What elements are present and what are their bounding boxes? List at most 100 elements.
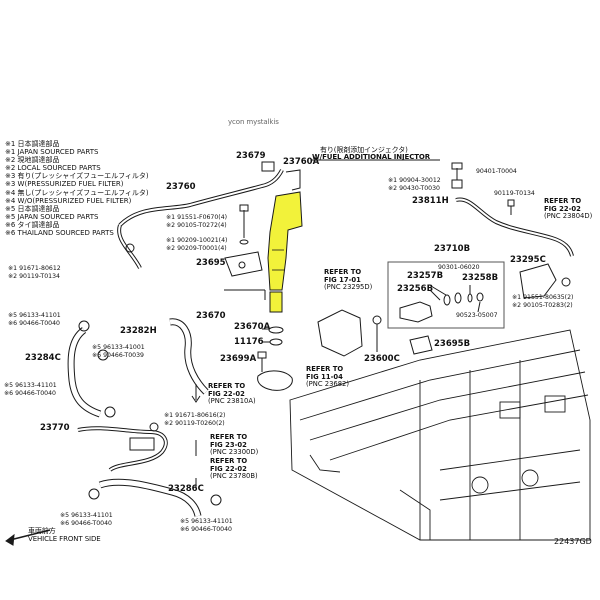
refer-fig: FIG 22-02 xyxy=(544,204,581,213)
note-90466-t0040-b: ※6 90466-T0040 xyxy=(4,390,56,397)
refer-title: REFER TO xyxy=(324,268,362,276)
engine-block xyxy=(289,329,591,541)
gasket-11176 xyxy=(269,338,283,346)
refer-fig: FIG 22-02 xyxy=(208,389,245,398)
note-96133-41101-d: ※5 96133-41101 xyxy=(180,518,233,525)
refer-fig-17-01[interactable]: REFER TO FIG 17-01 (PNC 23295D) xyxy=(324,268,372,292)
label-23257b: 23257B xyxy=(407,271,444,281)
refer-pnc: (PNC 23300D) xyxy=(210,448,259,457)
refer-pnc: (PNC 23780B) xyxy=(210,472,258,481)
legend: ※1 日本調達部品 ※1 JAPAN SOURCED PARTS ※2 現地調達… xyxy=(5,140,149,237)
clip-5 xyxy=(210,494,222,506)
top-fragment-text: ycon mystalkis xyxy=(228,118,279,126)
legend-item: ※6 THAILAND SOURCED PARTS xyxy=(5,229,114,238)
legend-item: ※3 有り(プレッシャイズフューエルフィルタ) xyxy=(5,172,149,181)
label-23699a: 23699A xyxy=(220,354,257,364)
injector-title-jp: 有り(限剤添加インジェクタ) xyxy=(320,146,408,154)
injector-clamp xyxy=(257,370,293,391)
label-11176: 11176 xyxy=(234,337,264,347)
label-23258b: 23258B xyxy=(462,273,499,283)
note-91671-80612: ※1 91671-80612 xyxy=(8,265,61,272)
refer-fig-23-02[interactable]: REFER TO FIG 23-02 (PNC 23300D) xyxy=(210,433,259,457)
fuel-pipe-23760-inner xyxy=(119,169,283,226)
refer-title: REFER TO xyxy=(306,365,344,373)
label-23295c: 23295C xyxy=(510,255,546,265)
clip-2 xyxy=(97,349,109,361)
refer-pnc: (PNC 23810A) xyxy=(208,397,256,406)
label-23679: 23679 xyxy=(236,151,266,161)
legend-item: ※5 日本調達部品 xyxy=(5,204,60,213)
label-23286c: 23286C xyxy=(168,484,204,494)
note-96133-41101-a: ※5 96133-41101 xyxy=(8,312,61,319)
pipe-23770 xyxy=(77,426,168,472)
note-90466-t0040-d: ※6 90466-T0040 xyxy=(180,526,232,533)
refer-fig: FIG 23-02 xyxy=(210,440,247,449)
legend-item: ※1 JAPAN SOURCED PARTS xyxy=(5,148,99,157)
refer-fig: FIG 22-02 xyxy=(210,464,247,473)
clip-3 xyxy=(104,406,116,418)
clip-4 xyxy=(88,488,100,500)
refer-fig-22-02-b[interactable]: REFER TO FIG 22-02 (PNC 23780B) xyxy=(210,457,258,481)
label-23670a: 23670A xyxy=(234,322,271,332)
parts-box-23710b xyxy=(387,261,505,329)
bracket-23695b xyxy=(409,335,433,355)
note-90209-t0001: ※2 90209-T0001(4) xyxy=(166,245,227,252)
injector-23670 xyxy=(267,191,303,313)
refer-pnc: (PNC 23804D) xyxy=(544,212,593,221)
note-90430-t0030: ※2 90430-T0030 xyxy=(388,185,440,192)
bracket-23760a xyxy=(285,169,301,191)
label-23695b: 23695B xyxy=(434,339,471,349)
note-90105-t0272: ※2 90105-T0272(4) xyxy=(166,222,227,229)
note-90119-t0134-a: ※2 90119-T0134 xyxy=(8,273,60,280)
bracket-23770 xyxy=(129,437,155,451)
note-90209-10021: ※1 90209-10021(4) xyxy=(166,237,228,244)
refer-title: REFER TO xyxy=(210,433,248,441)
label-23284c: 23284C xyxy=(25,353,61,363)
gasket-23670a xyxy=(268,326,284,334)
refer-title: REFER TO xyxy=(208,382,246,390)
note-90119-t0260: ※2 90119-T0260(2) xyxy=(164,420,225,427)
front-label-jp: 車両前方 xyxy=(28,527,56,535)
legend-item: ※4 W/O(PRESSURIZED FUEL FILTER) xyxy=(5,196,132,205)
injector-title-en: W/FUEL ADDITIONAL INJECTOR xyxy=(312,153,431,161)
refer-fig-22-02-a[interactable]: REFER TO FIG 22-02 (PNC 23810A) xyxy=(208,382,256,406)
note-90466-t0040-a: ※6 90466-T0040 xyxy=(8,320,60,327)
label-23760: 23760 xyxy=(166,182,196,192)
legend-item: ※4 無し(プレッシャイズフューエルフィルタ) xyxy=(5,188,149,197)
refer-pnc: (PNC 23682) xyxy=(306,380,350,389)
nozzle-23710b xyxy=(399,301,433,323)
injector-tip-highlight xyxy=(269,291,283,313)
refer-component xyxy=(317,309,363,357)
legend-item: ※2 現地調達部品 xyxy=(5,156,60,165)
bracket-23695 xyxy=(224,251,263,277)
injector-body-highlight xyxy=(267,191,303,291)
refer-fig-22-02-c[interactable]: REFER TO FIG 22-02 (PNC 23804D) xyxy=(544,197,593,221)
figure-code: 22437GD xyxy=(554,537,592,546)
label-23256b: 23256B xyxy=(397,284,434,294)
fitting-23295c xyxy=(519,263,557,299)
note-96133-41001: ※5 96133-41001 xyxy=(92,344,145,351)
legend-item: ※3 W(PRESSURIZED FUEL FILTER) xyxy=(5,180,124,189)
front-label-en: VEHICLE FRONT SIDE xyxy=(28,535,101,543)
clamp-23679 xyxy=(261,161,275,172)
note-90401-t0004: 90401-T0004 xyxy=(476,168,517,175)
note-90119-t0134-b: 90119-T0134 xyxy=(494,190,535,197)
label-23770: 23770 xyxy=(40,423,70,433)
refer-fig: FIG 17-01 xyxy=(324,275,361,284)
label-23670: 23670 xyxy=(196,311,226,321)
note-90904-30012: ※1 90904-30012 xyxy=(388,177,441,184)
note-90466-t0040-c: ※6 90466-T0040 xyxy=(60,520,112,527)
refer-fig-11-04[interactable]: REFER TO FIG 11-04 (PNC 23682) xyxy=(306,365,350,389)
label-23710b: 23710B xyxy=(434,244,471,254)
refer-title: REFER TO xyxy=(210,457,248,465)
note-96133-41101-b: ※5 96133-41101 xyxy=(4,382,57,389)
refer-title: REFER TO xyxy=(544,197,582,205)
legend-item: ※2 LOCAL SOURCED PARTS xyxy=(5,164,101,173)
note-96133-41101-c: ※5 96133-41101 xyxy=(60,512,113,519)
label-23282h: 23282H xyxy=(120,326,157,336)
label-23760a: 23760A xyxy=(283,157,320,167)
note-91671-80616: ※1 91671-80616(2) xyxy=(164,412,226,419)
clip-1 xyxy=(78,320,90,332)
